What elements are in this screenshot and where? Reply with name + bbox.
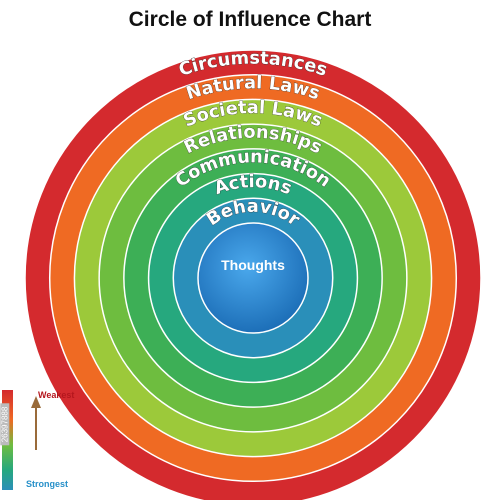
chart-title: Circle of Influence Chart: [128, 8, 372, 31]
core-circle: [197, 222, 309, 334]
stock-id: 26397888: [0, 403, 10, 446]
arrow-up-icon: [31, 396, 41, 408]
core-label: Thoughts: [221, 257, 285, 273]
legend-strongest-label: Strongest: [26, 479, 68, 489]
legend-weakest-label: Weakest: [38, 390, 74, 400]
